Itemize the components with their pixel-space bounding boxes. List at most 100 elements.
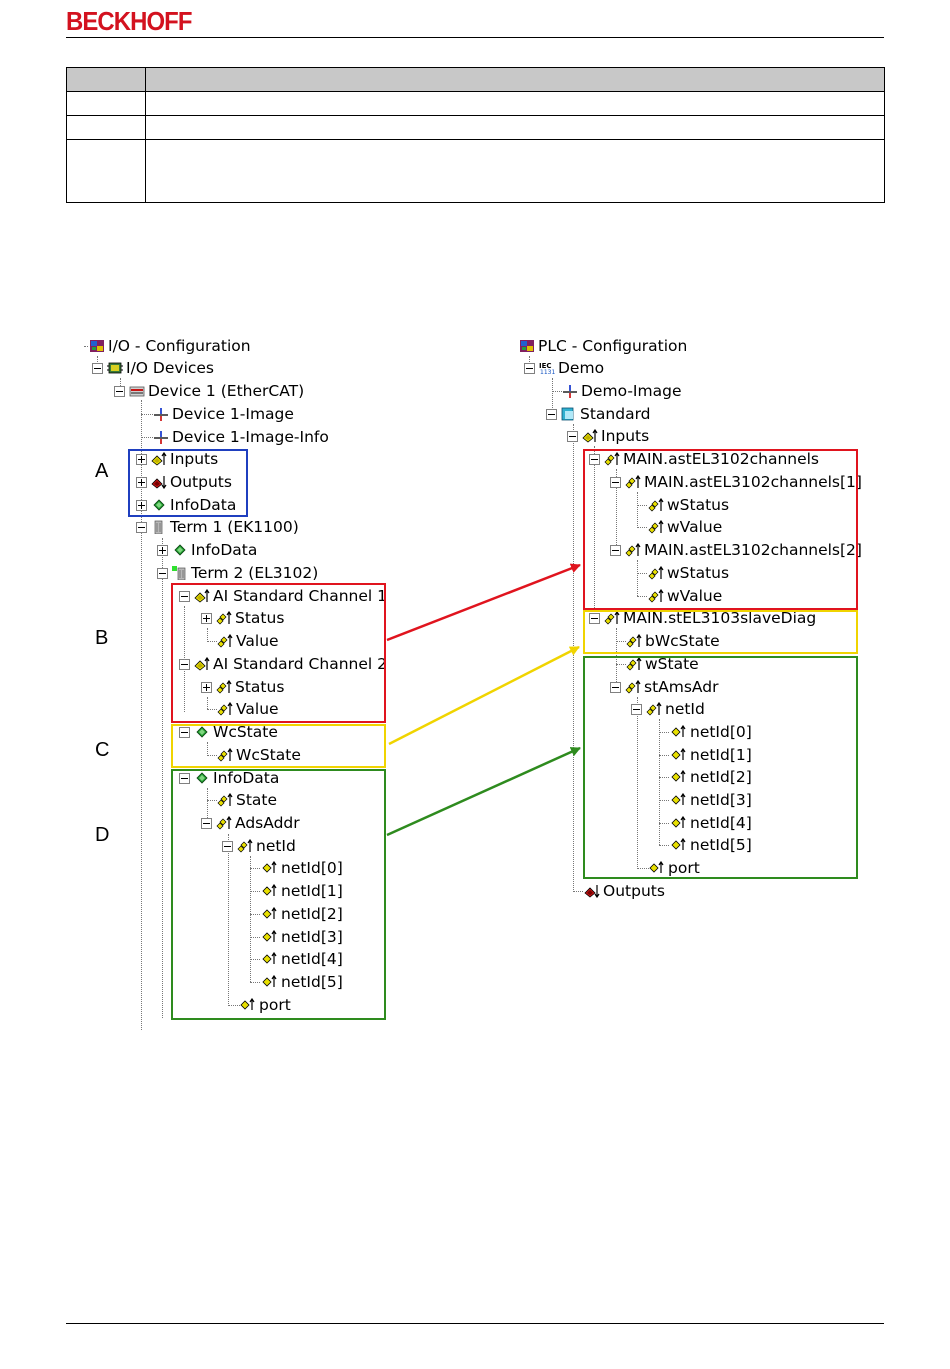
tree-node-inputs[interactable]: Inputs: [136, 449, 218, 469]
tree-node-netid-item[interactable]: netId[4]: [262, 949, 343, 969]
collapse-icon[interactable]: [92, 362, 103, 374]
tree-node-plc-outputs[interactable]: Outputs: [584, 881, 665, 901]
tree-node-stamsadr[interactable]: stAmsAdr: [610, 677, 718, 697]
expand-icon[interactable]: [136, 453, 147, 465]
tree-node-infodata[interactable]: InfoData: [136, 495, 236, 515]
tree-node-device-image[interactable]: Device 1-Image: [153, 404, 294, 424]
tree-node-plc-inputs[interactable]: Inputs: [567, 426, 649, 446]
collapse-icon[interactable]: [201, 817, 212, 829]
collapse-icon[interactable]: [610, 681, 621, 693]
tree-node-plc-netid-item[interactable]: netId[3]: [671, 790, 752, 810]
tree-node-netid-item[interactable]: netId[0]: [262, 858, 343, 878]
arrow-yellow: [388, 645, 580, 746]
tree-node-plc-ch1[interactable]: MAIN.astEL3102channels[1]: [610, 472, 862, 492]
tree-node-channels[interactable]: MAIN.astEL3102channels: [589, 449, 819, 469]
tree-node-plc-netid-item[interactable]: netId[5]: [671, 835, 752, 855]
footer-divider: [66, 1323, 884, 1324]
tree-node-plc-ch2[interactable]: MAIN.astEL3102channels[2]: [610, 540, 862, 560]
marker-d: D: [95, 824, 110, 846]
tree-node-plc-netid-item[interactable]: netId[1]: [671, 745, 752, 765]
collapse-icon[interactable]: [179, 590, 190, 602]
tree-node-plc-ch1-value[interactable]: wValue: [648, 517, 722, 537]
highlight-box-b: [171, 583, 386, 723]
collapse-icon[interactable]: [546, 408, 557, 420]
tree-node-ch1-value[interactable]: Value: [217, 631, 279, 651]
marker-b: B: [95, 627, 109, 649]
beckhoff-logo: BECKHOFF: [66, 6, 192, 36]
tree-node-adsaddr[interactable]: AdsAddr: [201, 813, 300, 833]
collapse-icon[interactable]: [631, 703, 642, 715]
tree-node-device-image-info[interactable]: Device 1-Image-Info: [153, 427, 329, 447]
tree-node-wcstate-group[interactable]: WcState: [179, 722, 278, 742]
tree-node-plc-ch1-status[interactable]: wStatus: [648, 495, 729, 515]
highlight-box-d: [171, 769, 386, 1020]
tree-node-plc-netid[interactable]: netId: [631, 699, 705, 719]
tree-node-plc-ch2-value[interactable]: wValue: [648, 586, 722, 606]
tree-node-wstate[interactable]: wState: [626, 654, 699, 674]
tree-node-port[interactable]: port: [240, 995, 291, 1015]
tree-node-netid-item[interactable]: netId[3]: [262, 927, 343, 947]
highlight-box-plc-channels: [583, 449, 858, 610]
tree-node-plc-netid-item[interactable]: netId[4]: [671, 813, 752, 833]
collapse-icon[interactable]: [567, 430, 578, 442]
collapse-icon[interactable]: [589, 453, 600, 465]
highlight-box-a: [128, 449, 248, 517]
tree-node-netid-item[interactable]: netId[5]: [262, 972, 343, 992]
collapse-icon[interactable]: [136, 521, 147, 533]
collapse-icon[interactable]: [610, 544, 621, 556]
arrow-green: [386, 746, 581, 837]
collapse-icon[interactable]: [179, 658, 190, 670]
expand-icon[interactable]: [201, 612, 212, 624]
tree-node-outputs[interactable]: Outputs: [136, 472, 232, 492]
tree-node-plc-netid-item[interactable]: netId[0]: [671, 722, 752, 742]
tree-node-term1-infodata[interactable]: InfoData: [157, 540, 257, 560]
tree-root-plc-configuration[interactable]: PLC - Configuration: [519, 336, 687, 356]
collapse-icon[interactable]: [524, 362, 535, 374]
tree-node-ch2-status[interactable]: Status: [201, 677, 284, 697]
highlight-box-c: [171, 724, 386, 768]
tree-node-term-2[interactable]: Term 2 (EL3102): [157, 563, 318, 583]
tree-node-term-1[interactable]: Term 1 (EK1100): [136, 517, 299, 537]
tree-node-demo[interactable]: Demo: [524, 358, 604, 378]
tree-node-channel-2[interactable]: AI Standard Channel 2: [179, 654, 387, 674]
tree-root-io-configuration[interactable]: I/O - Configuration: [84, 336, 251, 356]
table-row: [66, 115, 885, 140]
tree-node-infodata-2[interactable]: InfoData: [179, 768, 279, 788]
marker-c: C: [95, 739, 110, 761]
tree-node-slave-diag[interactable]: MAIN.stEL3103slaveDiag: [589, 608, 816, 628]
tree-node-netid-item[interactable]: netId[2]: [262, 904, 343, 924]
tree-node-wcstate[interactable]: WcState: [217, 745, 301, 765]
expand-icon[interactable]: [136, 476, 147, 488]
highlight-box-plc-amsaddr: [583, 656, 858, 879]
collapse-icon[interactable]: [179, 772, 190, 784]
tree-node-channel-1[interactable]: AI Standard Channel 1: [179, 586, 387, 606]
tree-node-demo-image[interactable]: Demo-Image: [562, 381, 681, 401]
collapse-icon[interactable]: [179, 726, 190, 738]
collapse-icon[interactable]: [114, 385, 125, 397]
tree-node-state[interactable]: State: [217, 790, 277, 810]
tree-node-netid[interactable]: netId: [222, 836, 296, 856]
spec-table: [66, 67, 885, 203]
tree-node-plc-netid-item[interactable]: netId[2]: [671, 767, 752, 787]
tree-node-bwcstate[interactable]: bWcState: [626, 631, 720, 651]
collapse-icon[interactable]: [222, 840, 233, 852]
tree-node-ch2-value[interactable]: Value: [217, 699, 279, 719]
tree-node-plc-ch2-status[interactable]: wStatus: [648, 563, 729, 583]
collapse-icon[interactable]: [589, 612, 600, 624]
collapse-icon[interactable]: [610, 476, 621, 488]
expand-icon[interactable]: [201, 681, 212, 693]
collapse-icon[interactable]: [157, 567, 168, 579]
tree-node-plc-port[interactable]: port: [649, 858, 700, 878]
tree-node-standard[interactable]: Standard: [546, 404, 651, 424]
tree-node-device-1[interactable]: Device 1 (EtherCAT): [114, 381, 304, 401]
table-row: [66, 139, 885, 203]
tree-node-io-devices[interactable]: I/O Devices: [92, 358, 214, 378]
header-divider: [66, 37, 884, 38]
marker-a: A: [95, 460, 109, 482]
tree-node-ch1-status[interactable]: Status: [201, 608, 284, 628]
expand-icon[interactable]: [136, 499, 147, 511]
tree-node-netid-item[interactable]: netId[1]: [262, 881, 343, 901]
expand-icon[interactable]: [157, 544, 168, 556]
table-header-row: [66, 67, 885, 92]
